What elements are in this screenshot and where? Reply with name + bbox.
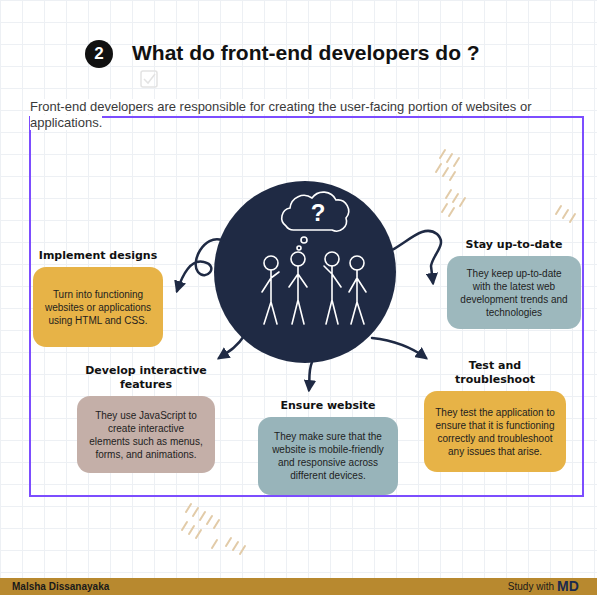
box-heading: Develop interactive features: [77, 364, 215, 392]
people-illustration: [262, 192, 366, 324]
check-icon: [141, 71, 157, 87]
brand-text-text: Study with: [508, 581, 554, 592]
box-fill: Turn into functioning websites or applic…: [33, 267, 163, 347]
box-text: They make sure that the website is mobil…: [268, 430, 388, 482]
info-box: Ensure websiteThey make sure that the we…: [258, 399, 398, 495]
box-heading: Ensure website: [258, 399, 398, 413]
box-text: They use JavaScript to create interactiv…: [87, 409, 205, 461]
grid-lines: [0, 0, 597, 578]
author-name-text: Malsha Dissanayaka: [12, 581, 109, 592]
subtitle: Front-end developers are responsible for…: [30, 99, 585, 131]
box-heading: Implement designs: [33, 249, 163, 263]
box-fill: They keep up-to-date with the latest web…: [447, 256, 581, 329]
number-badge: [85, 40, 113, 68]
box-text: They test the application to ensure that…: [434, 406, 556, 458]
box-fill: They make sure that the website is mobil…: [258, 417, 398, 495]
brand-logo-text: MD: [557, 578, 579, 594]
check-mark: [144, 74, 155, 83]
brand-text: Study with: [490, 580, 554, 594]
info-box: Implement designsTurn into functioning w…: [33, 249, 163, 347]
question-mark: ?: [304, 199, 332, 227]
box-text: They keep up-to-date with the latest web…: [457, 267, 571, 319]
subtitle-text: Front-end developers are responsible for…: [30, 99, 532, 130]
info-box: Develop interactive featuresThey use Jav…: [77, 364, 215, 473]
brand-logo: MD: [557, 578, 589, 594]
author-name: Malsha Dissanayaka: [12, 580, 212, 594]
box-heading: Stay up-to-date: [447, 238, 581, 252]
footer-bar: [0, 578, 597, 595]
frame: [30, 117, 583, 496]
box-fill: They test the application to ensure that…: [424, 391, 566, 472]
info-box: Stay up-to-dateThey keep up-to-date with…: [447, 238, 581, 329]
center-circle: [214, 181, 396, 363]
question-mark-text: ?: [311, 199, 326, 226]
box-heading: Test and troubleshoot: [445, 359, 545, 387]
hash-marks: [182, 150, 575, 554]
curly-arrows: [177, 231, 441, 390]
title: What do front-end developers do ?: [132, 40, 480, 66]
box-text: Turn into functioning websites or applic…: [43, 288, 153, 327]
callout-number-text: 2: [94, 44, 103, 63]
info-box: Test and troubleshootThey test the appli…: [424, 359, 566, 472]
callout-number: 2: [85, 45, 113, 63]
box-fill: They use JavaScript to create interactiv…: [77, 396, 215, 473]
